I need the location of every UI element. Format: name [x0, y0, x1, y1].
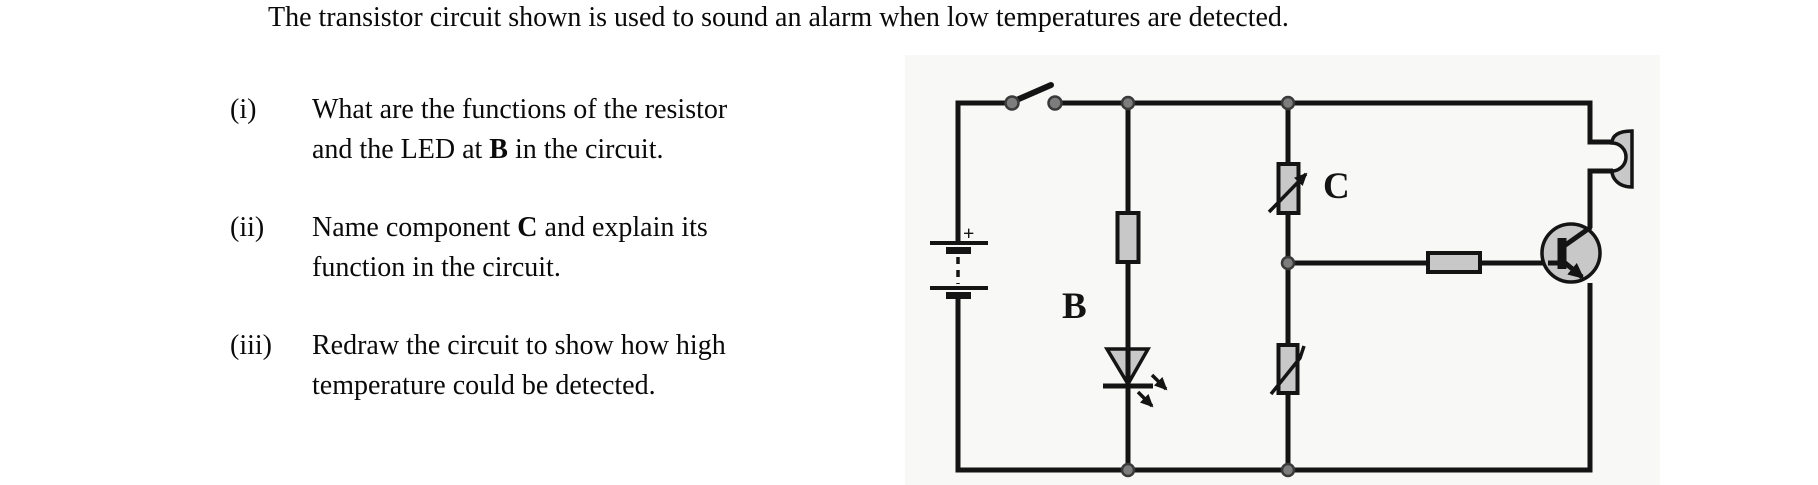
variable-resistor-icon — [1267, 162, 1308, 215]
question-label: (ii) — [230, 212, 265, 243]
question-text-segment-bold: C — [517, 212, 538, 243]
question-text-segment: and explain its — [537, 212, 708, 243]
node-dot — [1120, 462, 1136, 478]
battery-plus-label: + — [963, 223, 974, 245]
page-title: The transistor circuit shown is used to … — [268, 2, 1289, 33]
question-text: Redraw the circuit to show how high temp… — [312, 326, 726, 406]
node-dot — [1120, 95, 1136, 111]
circuit-diagram: + — [930, 82, 1634, 478]
question-text-segment: temperature could be detected. — [312, 370, 656, 401]
node-dot — [1280, 462, 1296, 478]
question-label: (iii) — [230, 330, 272, 361]
question-text: What are the functions of the resistor a… — [312, 90, 727, 170]
question-text-segment: function in the circuit. — [312, 252, 561, 283]
node-dot — [1280, 255, 1296, 271]
thermistor-icon — [1269, 343, 1306, 396]
circuit-background — [905, 55, 1660, 485]
junction-nodes — [1120, 95, 1296, 478]
question-line: Name component C and explain its — [312, 208, 708, 248]
question-text: Name component C and explain its functio… — [312, 208, 708, 288]
switch-icon — [1004, 82, 1063, 111]
question-label: (i) — [230, 94, 257, 125]
question-line: function in the circuit. — [312, 248, 708, 288]
question-line: What are the functions of the resistor — [312, 90, 727, 130]
base-resistor-icon — [1426, 251, 1482, 274]
question-line: and the LED at B in the circuit. — [312, 130, 727, 170]
led-emission — [1103, 373, 1168, 408]
question-item-iii: (iii) Redraw the circuit to show how hig… — [230, 326, 726, 406]
label-c: C — [1323, 166, 1350, 207]
speaker-icon — [1610, 129, 1634, 189]
question-item-ii: (ii) Name component C and explain its fu… — [230, 208, 708, 288]
node-dot — [1280, 95, 1296, 111]
battery-icon: + — [930, 223, 988, 299]
question-text-segment: and the LED at — [312, 134, 490, 165]
transistor-icon — [1540, 222, 1602, 284]
question-text-segment: in the circuit. — [507, 134, 664, 165]
wires — [955, 100, 1613, 473]
question-text-segment: What are the functions of the resistor — [312, 94, 728, 125]
question-text-segment: Redraw the circuit to show how high — [312, 330, 726, 361]
question-text-segment: Name component — [312, 212, 518, 243]
question-text-segment-bold: B — [489, 134, 508, 165]
question-line: temperature could be detected. — [312, 366, 726, 406]
label-b: B — [1062, 286, 1087, 327]
question-item-i: (i) What are the functions of the resist… — [230, 90, 727, 170]
question-line: Redraw the circuit to show how high — [312, 326, 726, 366]
resistor-b-icon — [1115, 211, 1141, 264]
